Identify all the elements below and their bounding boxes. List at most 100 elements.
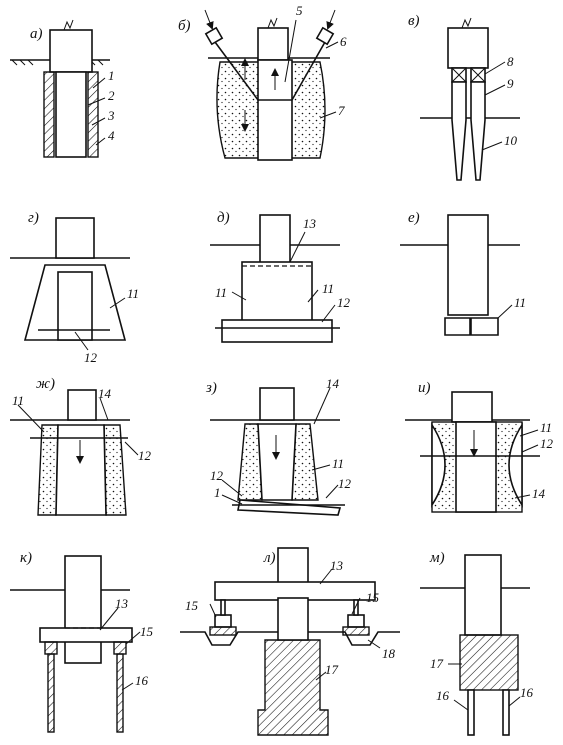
- callout-12: 12: [138, 448, 152, 463]
- support-right: [342, 626, 370, 636]
- grillage-block: [459, 634, 519, 691]
- foundation-body: [241, 261, 313, 323]
- callout-11: 11: [12, 393, 24, 408]
- panel-m: м) 17 16 16: [420, 550, 534, 736]
- callout-11-left: 11: [215, 285, 227, 300]
- column: [447, 214, 489, 316]
- column: [49, 29, 93, 73]
- column: [55, 217, 95, 259]
- callout-2: 2: [108, 88, 115, 103]
- callout-12: 12: [337, 295, 351, 310]
- panel-label-zh: ж): [36, 376, 55, 392]
- pile-right: [502, 689, 510, 736]
- callout-12: 12: [540, 436, 554, 451]
- callout-15-left: 15: [185, 598, 199, 613]
- callout-11: 11: [127, 286, 139, 301]
- callout-17: 17: [430, 656, 444, 671]
- pile-right: [470, 81, 486, 181]
- break-mark: [63, 19, 74, 31]
- foundation-body: [55, 424, 107, 516]
- panel-d: д) 13 11 11 12: [210, 210, 351, 343]
- callout-14: 14: [326, 376, 340, 391]
- callout-10: 10: [504, 133, 518, 148]
- old-foundation: [57, 271, 93, 341]
- transfer-beam: [39, 627, 133, 643]
- callout-13: 13: [330, 558, 344, 573]
- pile-left: [451, 81, 467, 181]
- underpinning-blocks: [444, 317, 499, 336]
- panel-label-a: а): [30, 26, 43, 42]
- panel-e: е) 11: [400, 210, 526, 336]
- pile-left: [467, 689, 475, 736]
- column: [447, 27, 489, 69]
- panel-label-i: и): [418, 380, 431, 396]
- callout-6: 6: [340, 34, 347, 49]
- injector-right: [315, 26, 335, 46]
- callout-13: 13: [115, 596, 129, 611]
- side-void-right: [508, 422, 523, 508]
- column: [259, 387, 295, 421]
- callout-11: 11: [540, 420, 552, 435]
- panel-label-l: л): [263, 550, 276, 566]
- foundation-body: [257, 423, 297, 501]
- callout-3: 3: [107, 108, 115, 123]
- callout-16-left: 16: [436, 688, 450, 703]
- callout-17: 17: [325, 662, 339, 677]
- side-void-left: [431, 422, 446, 508]
- column: [451, 391, 493, 423]
- panel-b: б) 5 6 7: [178, 3, 347, 161]
- panel-label-e: е): [408, 210, 420, 226]
- panel-a: а) 1 2 3 4: [10, 19, 115, 158]
- foundation-body: [55, 71, 87, 158]
- new-slab: [221, 319, 333, 343]
- base-plate: [237, 499, 342, 516]
- callout-1: 1: [108, 68, 115, 83]
- callout-11: 11: [514, 295, 526, 310]
- panel-l: л) 13 15 15 18 17: [180, 547, 400, 736]
- panel-label-d: д): [217, 210, 230, 226]
- old-wall-left: [43, 71, 55, 158]
- jack-left: [214, 614, 232, 628]
- callout-12-left: 12: [210, 468, 224, 483]
- panel-k: к) 13 15 16: [10, 550, 154, 733]
- callout-16-right: 16: [520, 685, 534, 700]
- callout-1: 1: [214, 485, 221, 500]
- callout-9: 9: [507, 76, 514, 91]
- callout-16: 16: [135, 673, 149, 688]
- column: [257, 27, 289, 61]
- panel-label-z: з): [205, 380, 217, 396]
- pile-right: [116, 653, 124, 733]
- panel-label-g: г): [28, 210, 39, 226]
- callout-11-right: 11: [322, 281, 334, 296]
- callout-12-right: 12: [338, 476, 352, 491]
- callout-18: 18: [382, 646, 396, 661]
- panel-label-m: м): [429, 550, 445, 566]
- injection-pipes: [214, 41, 326, 101]
- callout-11: 11: [332, 456, 344, 471]
- pile-left: [47, 653, 55, 733]
- panel-label-b: б): [178, 18, 191, 34]
- column: [464, 554, 502, 636]
- jack-right: [113, 641, 127, 655]
- callout-15: 15: [140, 624, 154, 639]
- callout-15-right: 15: [366, 590, 380, 605]
- injector-left: [204, 26, 224, 46]
- callout-13: 13: [303, 216, 317, 231]
- jack-right: [347, 614, 365, 628]
- callout-5: 5: [296, 3, 303, 18]
- panel-i: и) 11 12 14: [405, 380, 554, 513]
- panel-label-k: к): [20, 550, 32, 566]
- panel-v: в) 8 9 10: [408, 13, 520, 181]
- callout-12: 12: [84, 350, 98, 365]
- foundation-body: [64, 555, 102, 664]
- callout-8: 8: [507, 54, 514, 69]
- panel-z: з) 14 11 12 1 12: [205, 376, 352, 516]
- panel-label-v: в): [408, 13, 420, 29]
- jack-left: [44, 641, 58, 655]
- old-wall-right: [87, 71, 99, 158]
- callout-4: 4: [108, 128, 115, 143]
- panel-g: г) 11 12: [10, 210, 139, 365]
- column: [67, 389, 97, 421]
- new-pile-foundation: [257, 639, 329, 736]
